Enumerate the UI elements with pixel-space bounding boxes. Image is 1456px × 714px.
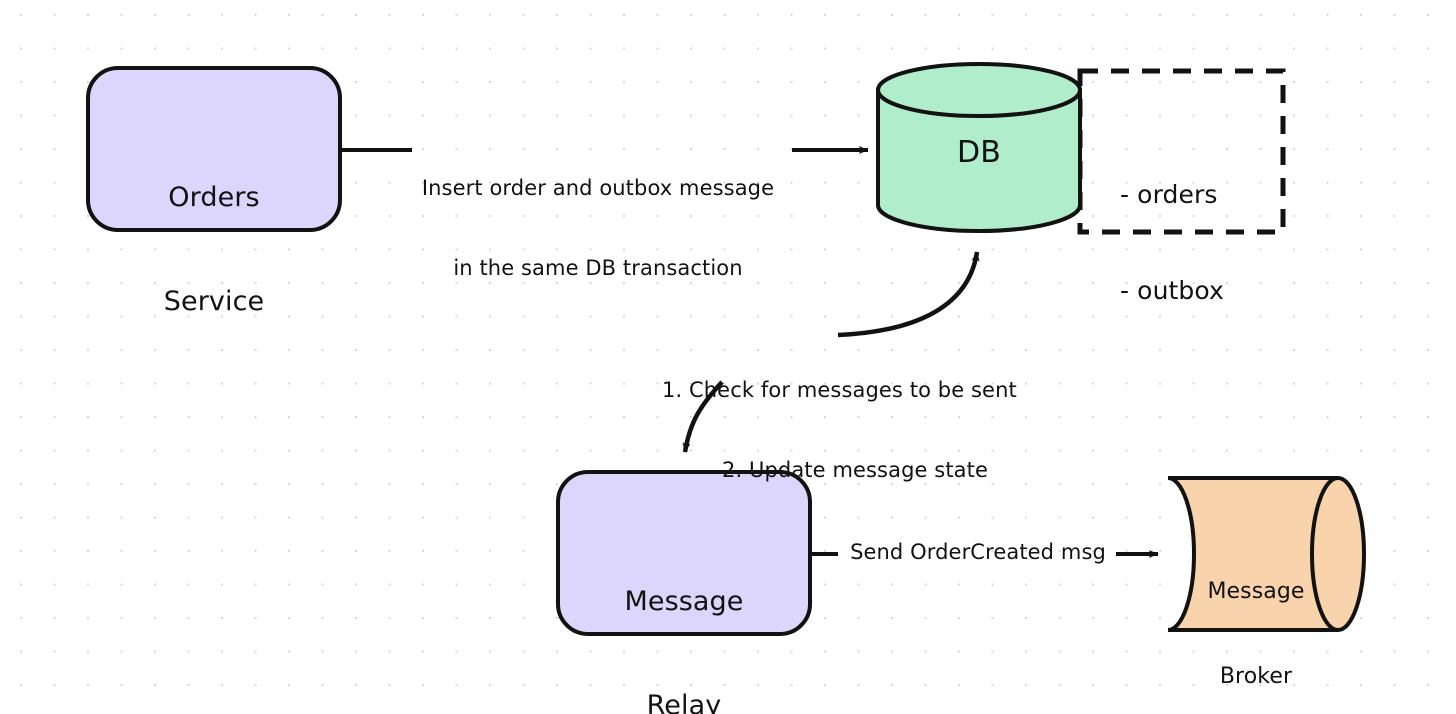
- relay-steps-line2: 2. Update message state: [722, 458, 988, 483]
- message-relay-label-line2: Relay: [646, 689, 722, 714]
- db-tables-note-label: - orders - outbox: [1120, 115, 1290, 371]
- relay-steps-line1: 1. Check for messages to be sent: [662, 377, 1017, 402]
- edge-db-to-relay: [682, 380, 724, 453]
- send-order-created-label: Send OrderCreated msg: [850, 540, 1106, 564]
- orders-service-label: Orders Service: [88, 112, 340, 388]
- db-label: DB: [957, 135, 1001, 170]
- orders-service-label-line2: Service: [163, 285, 265, 317]
- message-broker-label-line2: Broker: [1219, 663, 1293, 689]
- edge-relay-to-db: [837, 251, 980, 338]
- note-db-tables: [1077, 68, 1286, 235]
- node-message-broker[interactable]: [1167, 476, 1366, 632]
- message-broker-label: Message Broker: [1168, 522, 1344, 714]
- insert-transaction-label-line1: Insert order and outbox message: [421, 175, 775, 200]
- relay-steps-label: 1. Check for messages to be sent 2. Upda…: [640, 323, 1060, 538]
- message-broker-label-line1: Message: [1207, 579, 1305, 605]
- message-relay-label-line1: Message: [624, 586, 744, 618]
- insert-transaction-label: Insert order and outbox message in the s…: [396, 121, 800, 336]
- db-tables-note-line1: - orders: [1120, 180, 1218, 209]
- db-tables-note-line2: - outbox: [1120, 276, 1224, 305]
- node-db[interactable]: [876, 62, 1082, 233]
- insert-transaction-label-line2: in the same DB transaction: [453, 256, 743, 281]
- message-relay-label: Message Relay: [558, 516, 810, 714]
- orders-service-label-line1: Orders: [168, 182, 260, 214]
